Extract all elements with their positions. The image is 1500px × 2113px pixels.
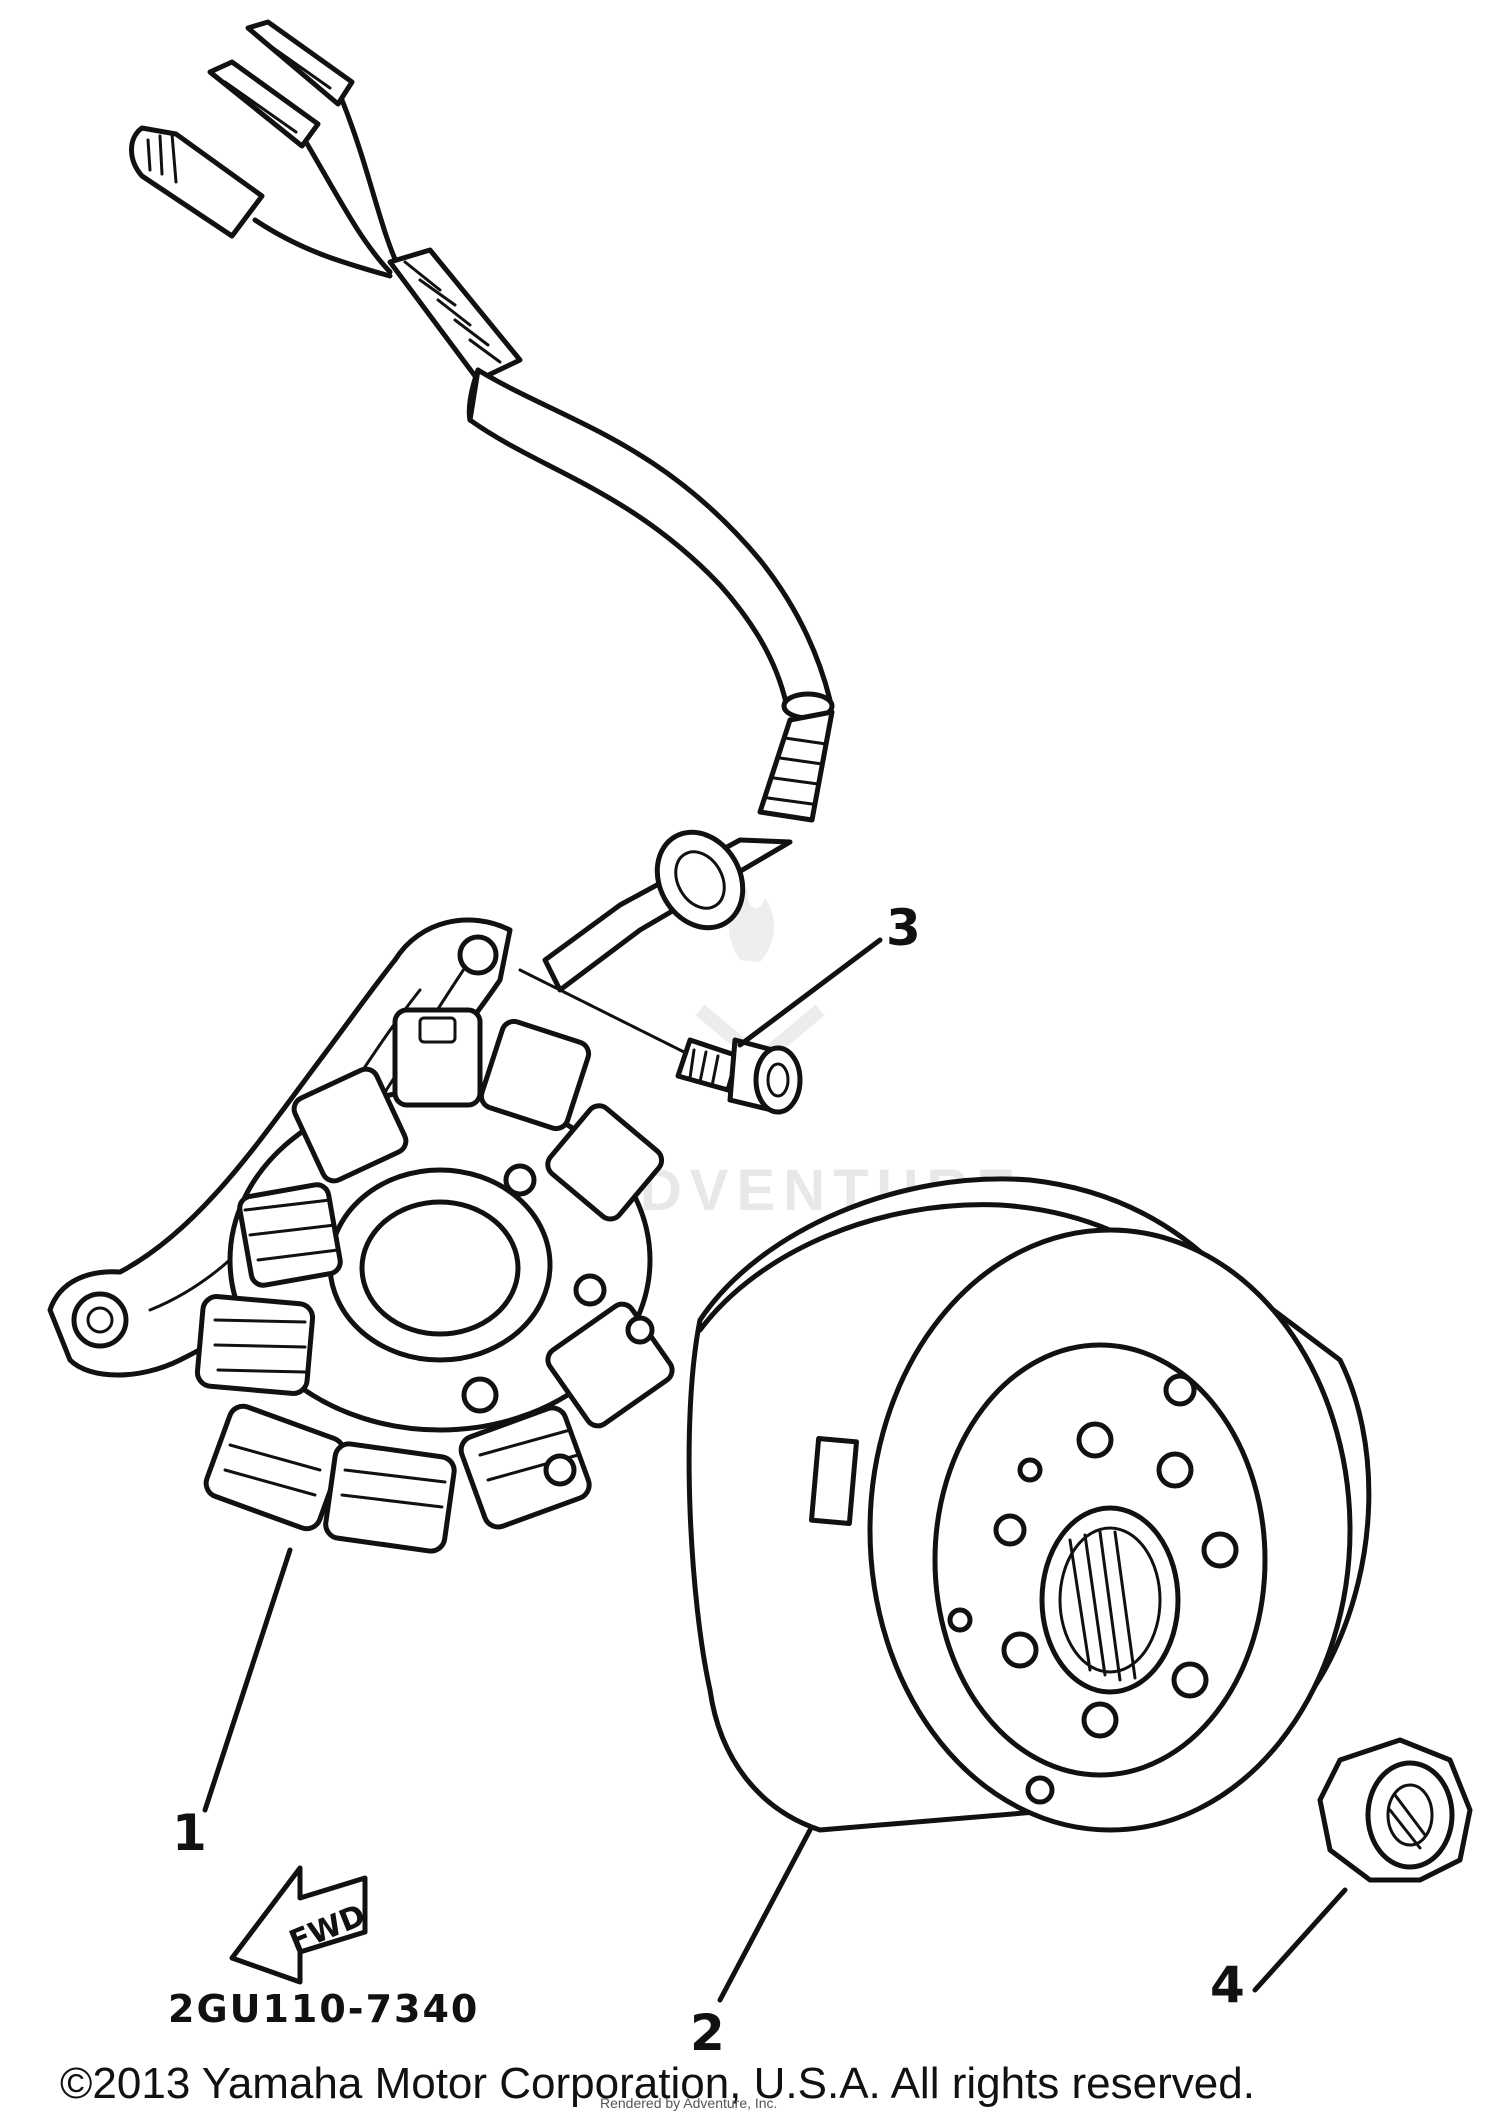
fwd-arrow-icon: FWD bbox=[229, 1865, 370, 1985]
flywheel-rotor bbox=[686, 1176, 1372, 1833]
connector-plug-3 bbox=[129, 125, 265, 239]
callout-4: 4 bbox=[1210, 1956, 1245, 2014]
copyright-text: ©2013 Yamaha Motor Corporation, U.S.A. A… bbox=[60, 2059, 1255, 2108]
callout-1: 1 bbox=[172, 1804, 207, 1862]
stator-assembly bbox=[47, 917, 675, 1554]
connector-plug-1 bbox=[245, 19, 355, 107]
stator-coils bbox=[194, 1007, 675, 1554]
nut bbox=[1317, 1737, 1473, 1883]
bolt bbox=[518, 968, 803, 1115]
callout-3: 3 bbox=[886, 899, 921, 957]
leader-lines bbox=[202, 937, 1348, 2003]
small-print: Rendered by Adventure, Inc. bbox=[600, 2095, 777, 2111]
connector-plug-2 bbox=[207, 59, 321, 149]
part-code: 2GU110-7340 bbox=[168, 1987, 479, 2031]
callout-2: 2 bbox=[690, 2004, 725, 2062]
wire-harness bbox=[129, 19, 835, 993]
